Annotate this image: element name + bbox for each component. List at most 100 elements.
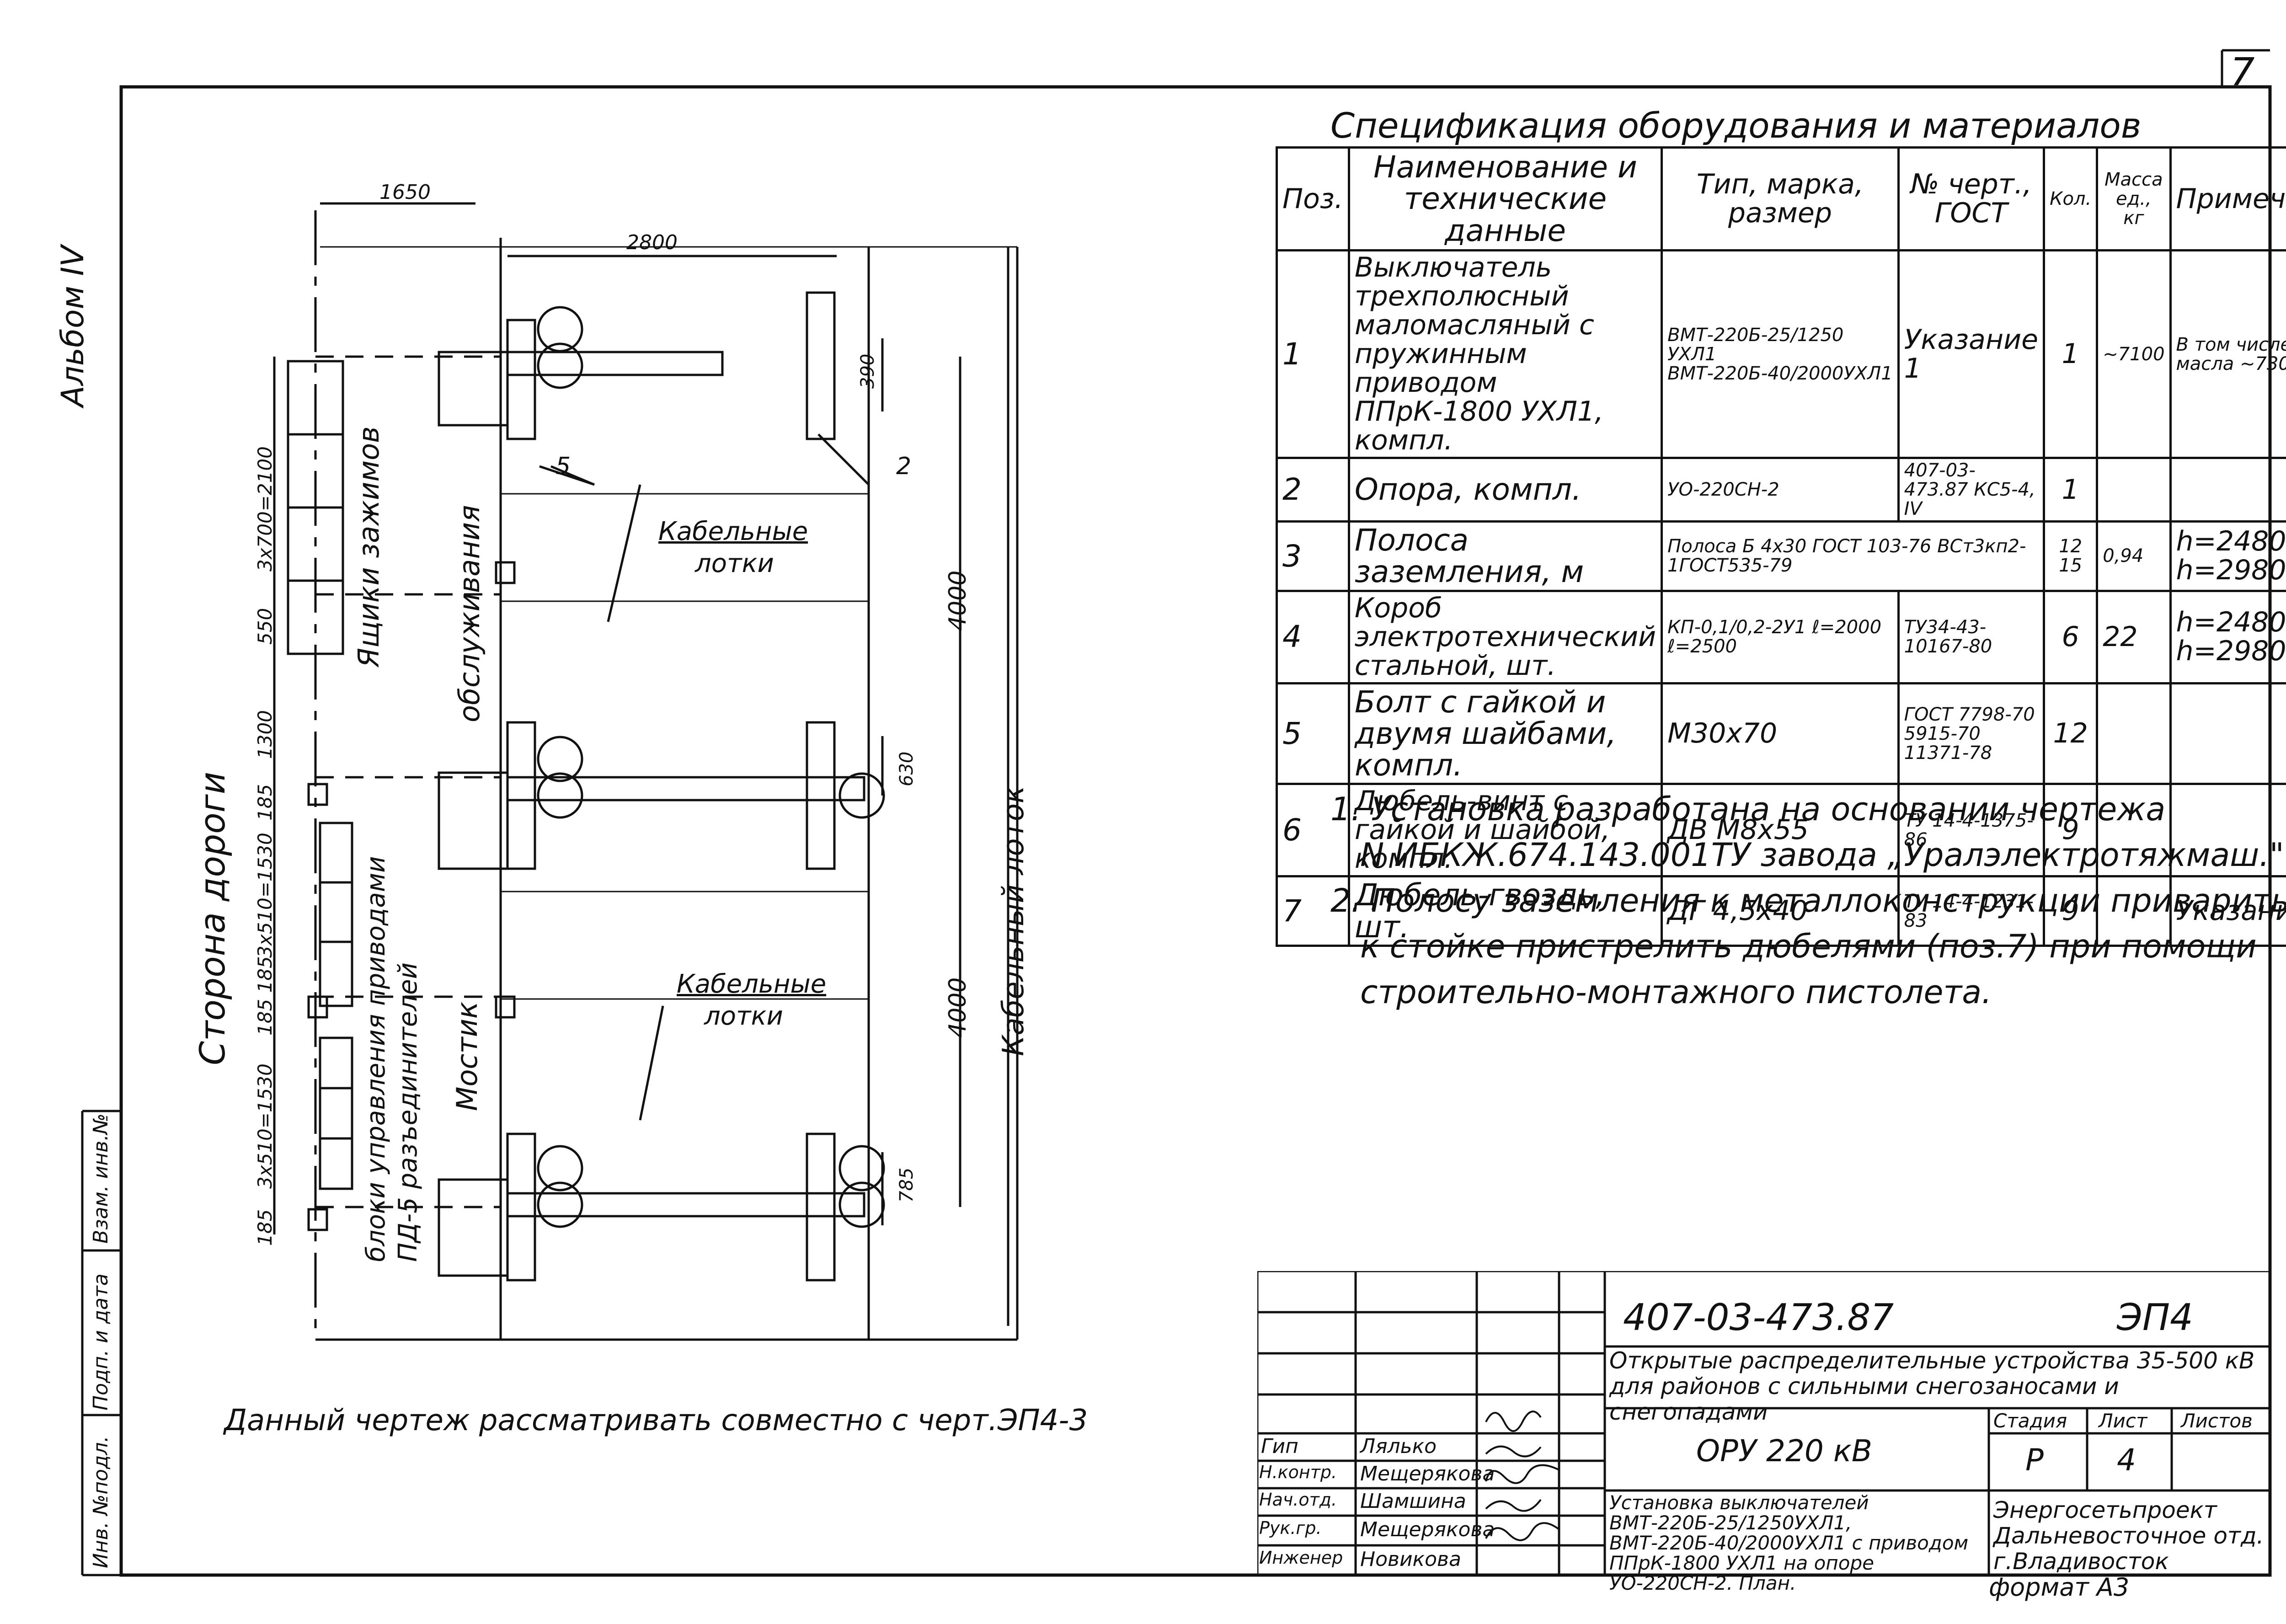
dim-185a: 185 <box>254 784 276 821</box>
drawing-caption: Данный чертеж рассматривать совместно с … <box>224 1404 1088 1437</box>
sheet-number: 7 <box>2230 49 2255 94</box>
signature-mark <box>1485 1464 1560 1484</box>
spec-mass <box>2096 457 2172 523</box>
staff-name: Мещерякова <box>1360 1518 1495 1541</box>
spec-pos: 1 <box>1276 249 1350 459</box>
spec-pos: 6 <box>1276 783 1350 878</box>
note-line: 2. Полосу заземления к металлоконструкци… <box>1330 882 2286 919</box>
staff-role: Рук.гр. <box>1259 1518 1322 1538</box>
spec-pos: 7 <box>1276 875 1350 947</box>
spec-note: Указание 2 <box>2169 875 2286 947</box>
spec-type: Полоса Б 4х30 ГОСТ 103-76 ВСт3кп2-1ГОСТ5… <box>1661 520 2046 592</box>
stage-value: Р <box>2025 1442 2044 1478</box>
doc-number: 407-03-473.87 <box>1623 1296 1894 1339</box>
spec-doc: ТУ 14-4-1375-86 <box>1897 783 2046 878</box>
spec-type: ДВ М8х55 <box>1661 783 1900 878</box>
signature-mark <box>1485 1499 1542 1512</box>
spec-name: Полоса заземления, м <box>1347 520 1663 592</box>
service-label: обслуживания <box>453 505 486 722</box>
object-title: ОРУ 220 кВ <box>1696 1433 1873 1469</box>
dim-630: 630 <box>896 751 917 786</box>
spec-name: Опора, компл. <box>1347 457 1663 523</box>
spec-mass: ~7100 <box>2096 249 2172 459</box>
signature-mark <box>1485 1445 1542 1458</box>
doc-code: ЭП4 <box>2117 1296 2193 1339</box>
staff-role: Нач.отд. <box>1259 1490 1337 1510</box>
dim-2100: 3x700=2100 <box>254 446 276 572</box>
drive-blocks-label-2: ПД-5 разъединителей <box>393 962 423 1262</box>
dim-1300: 1300 <box>254 710 276 759</box>
spec-pos: 5 <box>1276 682 1350 785</box>
spec-type: ДГ 4,5х40 <box>1661 875 1900 947</box>
spec-row: 6 Дюбель-винт с гайкой и шайбой, компл. … <box>1276 783 2286 878</box>
note-line: N ИБКЖ.674.143.001ТУ завода „Уралэлектро… <box>1360 836 2284 874</box>
dim-550: 550 <box>254 608 276 645</box>
leader-pos2: 2 <box>896 453 912 480</box>
spec-note: h=2480 h=2980 <box>2169 589 2286 684</box>
spec-name: Болт с гайкой и двумя шайбами, компл. <box>1347 682 1663 785</box>
cable-trays-label-2: Кабельные <box>677 969 827 999</box>
note-line: строительно-монтажного пистолета. <box>1360 973 1992 1011</box>
spec-row: 4 Короб электротехнический стальной, шт.… <box>1276 589 2286 684</box>
dim-1530a: 3x510=1530 <box>254 833 276 958</box>
note-line: к стойке пристрелить дюбелями (поз.7) пр… <box>1360 928 2257 965</box>
drive-blocks-label-1: блоки управления приводами <box>361 856 391 1262</box>
spec-qty: 12 15 <box>2043 520 2099 592</box>
spec-name: Короб электротехнический стальной, шт. <box>1347 589 1663 684</box>
staff-name: Шамшина <box>1360 1490 1466 1513</box>
spec-qty: 9 <box>2043 783 2099 878</box>
spec-h-type: Тип, марка, размер <box>1661 146 1900 251</box>
cable-trays-label-1: Кабельные <box>658 517 808 546</box>
spec-type: ВМТ-220Б-25/1250 УХЛ1 ВМТ-220Б-40/2000УХ… <box>1661 249 1900 459</box>
spec-note <box>2169 783 2286 878</box>
spec-name: Дюбель-винт с гайкой и шайбой, компл. <box>1347 783 1663 878</box>
spec-mass <box>2096 875 2172 947</box>
drawing-description: Установка выключателей ВМТ-220Б-25/1250У… <box>1609 1491 1969 1594</box>
spec-row: 2 Опора, компл. УО-220СН-2 407-03-473.87… <box>1276 457 2286 523</box>
spec-row: 3 Полоса заземления, м Полоса Б 4х30 ГОС… <box>1276 520 2286 592</box>
spec-note <box>2169 457 2286 523</box>
sheet-header: Лист <box>2099 1410 2147 1432</box>
cable-tray-label: Кабельный лоток <box>997 785 1031 1056</box>
plan-drawing <box>273 202 1019 1341</box>
spec-h-mass: Масса ед., кг <box>2096 146 2172 251</box>
title-block-lines <box>1257 1271 2270 1575</box>
spec-h-doc: № черт., ГОСТ <box>1897 146 2046 251</box>
dim-390: 390 <box>857 353 878 389</box>
spec-doc: 407-03-473.87 КС5-4, IV <box>1897 457 2046 523</box>
spec-header-row: Поз. Наименование и технические данные Т… <box>1276 146 2286 251</box>
dim-4000a: 4000 <box>944 570 972 631</box>
dim-785: 785 <box>896 1167 917 1202</box>
signatures <box>1485 1410 1560 1541</box>
spec-note: h=2480 h=2980 <box>2169 520 2286 592</box>
dim-1650: 1650 <box>379 181 431 204</box>
staff-role: Гип <box>1261 1435 1298 1458</box>
spec-mass: 22 <box>2096 589 2172 684</box>
cable-trays-label-2b: лотки <box>704 1001 783 1031</box>
spec-mass <box>2096 682 2172 785</box>
stamp-sign-date: Подп. и дата <box>89 1273 112 1410</box>
clamp-boxes-label: Ящики зажимов <box>352 426 385 668</box>
signature-mark <box>1485 1522 1560 1541</box>
dim-185c: 185 <box>254 1209 276 1246</box>
notes-block: 1. Установка разработана на основании че… <box>1330 786 2286 1015</box>
spec-name: Выключатель трехполюсный маломасляный с … <box>1347 249 1663 459</box>
spec-doc: Указание 1 <box>1897 249 2046 459</box>
spec-doc: ТУ34-43-10167-80 <box>1897 589 2046 684</box>
dim-4000b: 4000 <box>944 977 972 1038</box>
spec-h-note: Примечание <box>2169 146 2286 251</box>
spec-note: В том числе масса масла ~730кг <box>2169 249 2286 459</box>
album-label: Альбом IV <box>55 245 91 407</box>
spec-mass <box>2096 783 2172 878</box>
dim-1530b: 3x510=1530 <box>254 1063 276 1189</box>
spec-qty: 1 <box>2043 457 2099 523</box>
format-label: формат А3 <box>1989 1573 2130 1602</box>
stage-header: Стадия <box>1993 1410 2067 1432</box>
spec-type: КП-0,1/0,2-2У1 ℓ=2000 ℓ=2500 <box>1661 589 1900 684</box>
staff-role: Н.контр. <box>1259 1462 1337 1482</box>
spec-mass: 0,94 <box>2096 520 2172 592</box>
sheet-value: 4 <box>2117 1442 2136 1478</box>
spec-doc: ГОСТ 7798-70 5915-70 11371-78 <box>1897 682 2046 785</box>
staff-name: Лялько <box>1360 1435 1437 1458</box>
